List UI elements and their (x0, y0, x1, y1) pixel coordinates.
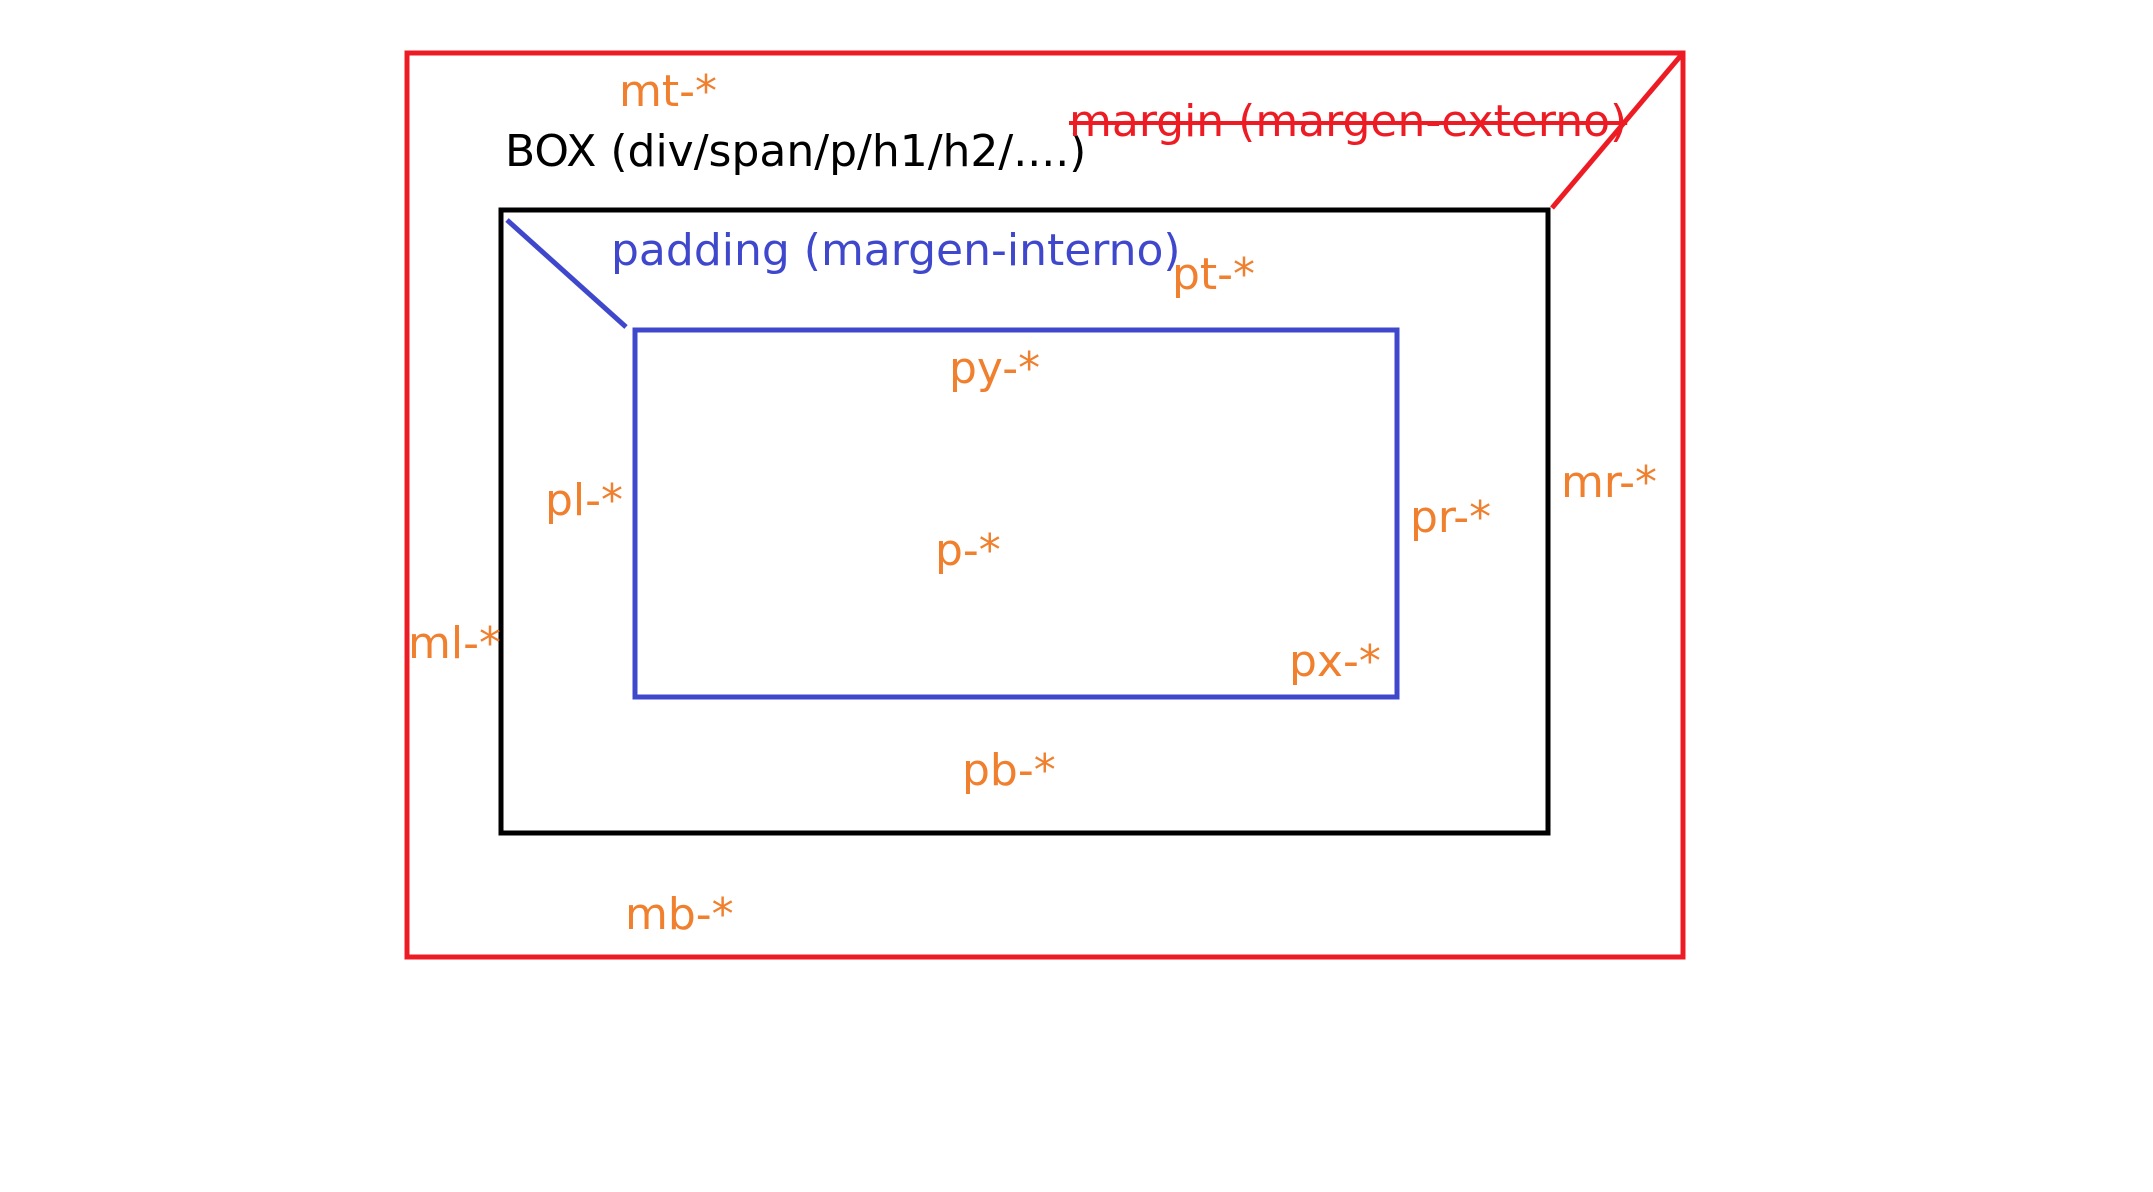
label-mb: mb-* (625, 889, 734, 940)
label-py: py-* (949, 343, 1041, 394)
margin-pointer-line (1550, 51, 1685, 210)
label-pl: pl-* (545, 475, 624, 526)
label-p: p-* (935, 525, 1001, 576)
content-box (632, 327, 1400, 700)
padding-pointer-line (505, 218, 628, 329)
label-pt: pt-* (1172, 249, 1256, 300)
label-ml: ml-* (408, 618, 501, 669)
label-mr: mr-* (1561, 457, 1658, 508)
margin-box (404, 50, 1686, 960)
label-padding-title: padding (margen-interno) (611, 225, 1181, 276)
label-box-title: BOX (div/span/p/h1/h2/....) (505, 126, 1087, 177)
label-pb: pb-* (962, 745, 1056, 796)
label-pr: pr-* (1410, 492, 1492, 543)
label-px: px-* (1289, 636, 1381, 687)
label-margin-title: margin (margen-externo) (1069, 96, 1628, 147)
label-mt: mt-* (619, 66, 717, 117)
element-box (498, 207, 1551, 836)
